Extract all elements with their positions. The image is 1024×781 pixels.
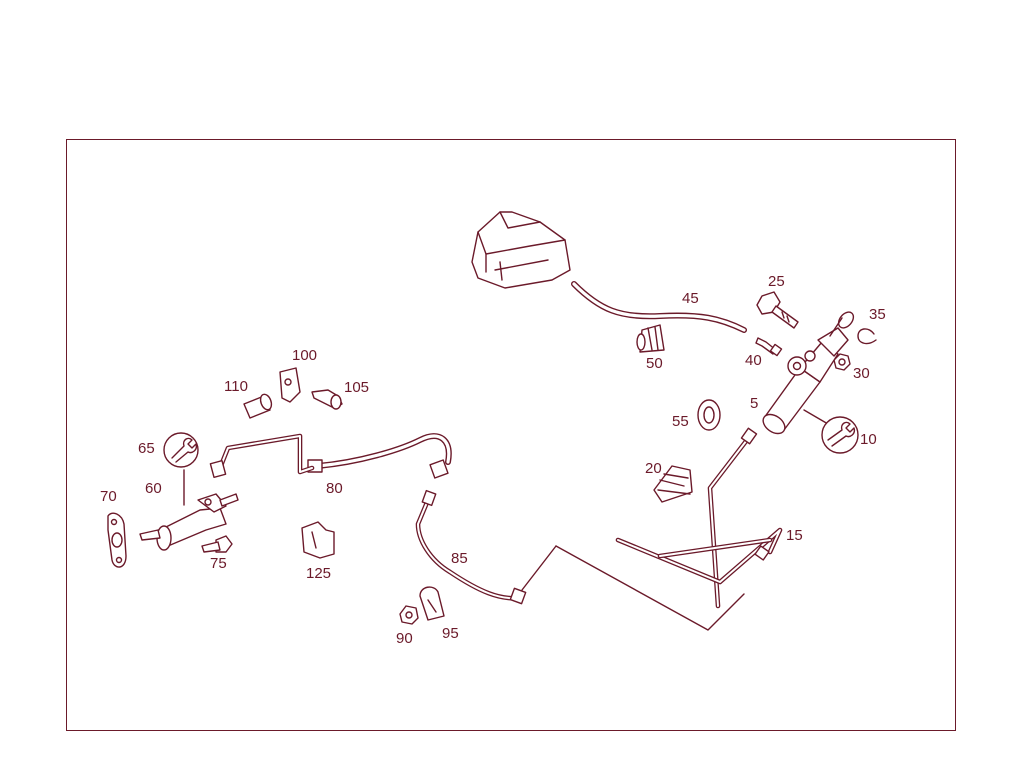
pedal-rod[interactable]: [615, 427, 783, 609]
grommet[interactable]: [636, 324, 665, 353]
nut-30[interactable]: [833, 353, 851, 371]
bolt-25[interactable]: [756, 291, 799, 329]
gasket-70[interactable]: [107, 512, 127, 568]
callout-95: 95: [442, 625, 459, 642]
reservoir-hose[interactable]: [571, 281, 747, 333]
clip-35[interactable]: [857, 328, 877, 345]
callout-50: 50: [646, 355, 663, 372]
callout-45: 45: [682, 290, 699, 307]
assembly-leader: [555, 545, 745, 631]
cap-55[interactable]: [697, 399, 721, 431]
wrench-icon: [163, 432, 199, 468]
leader-85: [521, 545, 557, 591]
callout-75: 75: [210, 555, 227, 572]
callout-20: 20: [645, 460, 662, 477]
diagram-frame: [66, 139, 956, 731]
clip-125[interactable]: [301, 521, 335, 559]
master-cylinder[interactable]: [760, 309, 857, 437]
fluid-reservoir[interactable]: [471, 211, 571, 289]
callout-60: 60: [145, 480, 162, 497]
bolt-75[interactable]: [201, 535, 233, 553]
callout-55: 55: [672, 413, 689, 430]
clip-95[interactable]: [419, 586, 445, 621]
callout-100: 100: [292, 347, 317, 364]
leader-10: [803, 409, 829, 425]
hose-80[interactable]: [307, 433, 452, 479]
callout-125: 125: [306, 565, 331, 582]
bracket-100[interactable]: [279, 367, 301, 403]
sleeve-110[interactable]: [243, 393, 273, 419]
callout-70: 70: [100, 488, 117, 505]
callout-15: 15: [786, 527, 803, 544]
wrench-icon: [821, 416, 859, 454]
callout-110: 110: [224, 378, 248, 395]
slave-cylinder[interactable]: [139, 493, 239, 551]
boot-20[interactable]: [653, 465, 693, 503]
screw-40[interactable]: [755, 337, 783, 357]
pipe-line[interactable]: [209, 433, 315, 479]
callout-5: 5: [750, 395, 758, 412]
pipe-85[interactable]: [415, 489, 527, 605]
callout-85: 85: [451, 550, 468, 567]
callout-80: 80: [326, 480, 343, 497]
nut-90[interactable]: [399, 605, 419, 625]
callout-105: 105: [344, 379, 369, 396]
callout-25: 25: [768, 273, 785, 290]
callout-10: 10: [860, 431, 877, 448]
screw-105[interactable]: [311, 389, 343, 410]
callout-35: 35: [869, 306, 886, 323]
callout-90: 90: [396, 630, 413, 647]
callout-40: 40: [745, 352, 762, 369]
callout-65: 65: [138, 440, 155, 457]
callout-30: 30: [853, 365, 870, 382]
